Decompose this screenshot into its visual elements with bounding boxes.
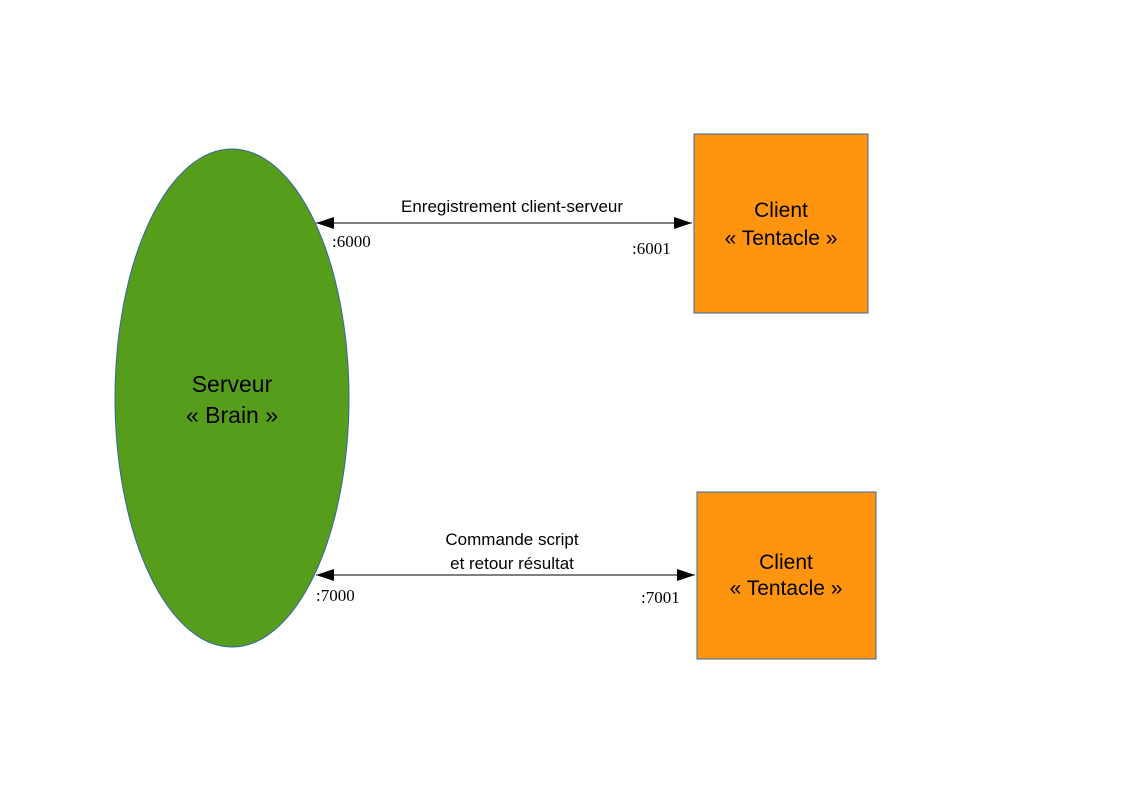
client-1-label-line2: « Tentacle »: [725, 227, 838, 250]
link-1-label: Enregistrement client-serveur: [401, 197, 623, 216]
server-node: Serveur « Brain »: [114, 148, 350, 648]
server-ellipse: [114, 148, 350, 648]
link-registration: Enregistrement client-serveur :6000 :600…: [316, 197, 692, 258]
link-command: Commande script et retour résultat :7000…: [316, 530, 695, 607]
client-box-2: [696, 491, 877, 660]
client-node-1: Client « Tentacle »: [693, 133, 869, 314]
client-node-2: Client « Tentacle »: [696, 491, 877, 660]
link-2-server-port: :7000: [316, 586, 355, 605]
server-label-line1: Serveur: [192, 371, 273, 397]
server-label-line2: « Brain »: [186, 402, 278, 428]
client-2-label-line1: Client: [759, 551, 813, 574]
link-2-label-line2: et retour résultat: [450, 554, 574, 573]
link-2-client-port: :7001: [641, 588, 680, 607]
link-2-label-line1: Commande script: [445, 530, 578, 549]
client-1-label-line1: Client: [754, 199, 808, 222]
client-box-1: [693, 133, 869, 314]
client-2-label-line2: « Tentacle »: [730, 577, 843, 600]
link-1-client-port: :6001: [632, 239, 671, 258]
link-1-server-port: :6000: [332, 232, 371, 251]
